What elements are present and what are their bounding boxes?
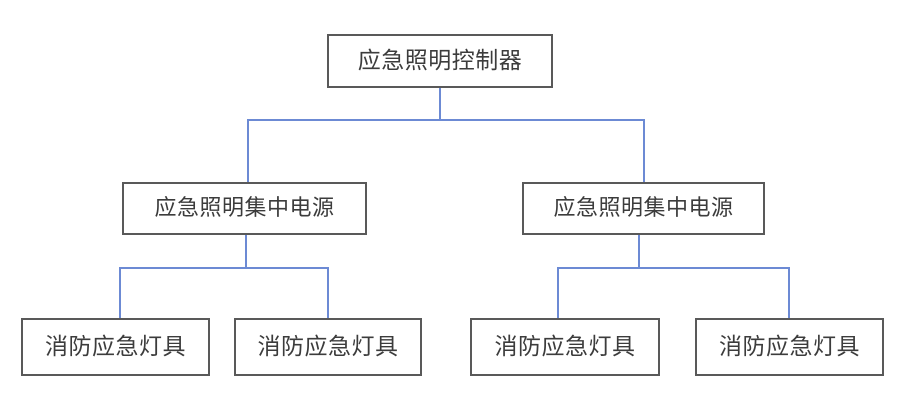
node-label: 消防应急灯具 bbox=[494, 333, 636, 360]
node-emergency-lighting-controller[interactable]: 应急照明控制器 bbox=[327, 34, 553, 88]
node-emergency-luminaire-2[interactable]: 消防应急灯具 bbox=[234, 318, 422, 376]
node-emergency-luminaire-1[interactable]: 消防应急灯具 bbox=[21, 318, 210, 376]
node-emergency-luminaire-4[interactable]: 消防应急灯具 bbox=[695, 318, 884, 376]
node-central-power-supply-right[interactable]: 应急照明集中电源 bbox=[522, 182, 765, 235]
node-label: 消防应急灯具 bbox=[45, 333, 186, 360]
node-label: 消防应急灯具 bbox=[257, 333, 399, 360]
node-label: 应急照明集中电源 bbox=[553, 195, 734, 221]
node-label: 消防应急灯具 bbox=[719, 333, 860, 360]
node-label: 应急照明控制器 bbox=[357, 47, 523, 74]
node-label: 应急照明集中电源 bbox=[154, 195, 335, 221]
node-emergency-luminaire-3[interactable]: 消防应急灯具 bbox=[470, 318, 660, 376]
node-central-power-supply-left[interactable]: 应急照明集中电源 bbox=[122, 182, 367, 235]
